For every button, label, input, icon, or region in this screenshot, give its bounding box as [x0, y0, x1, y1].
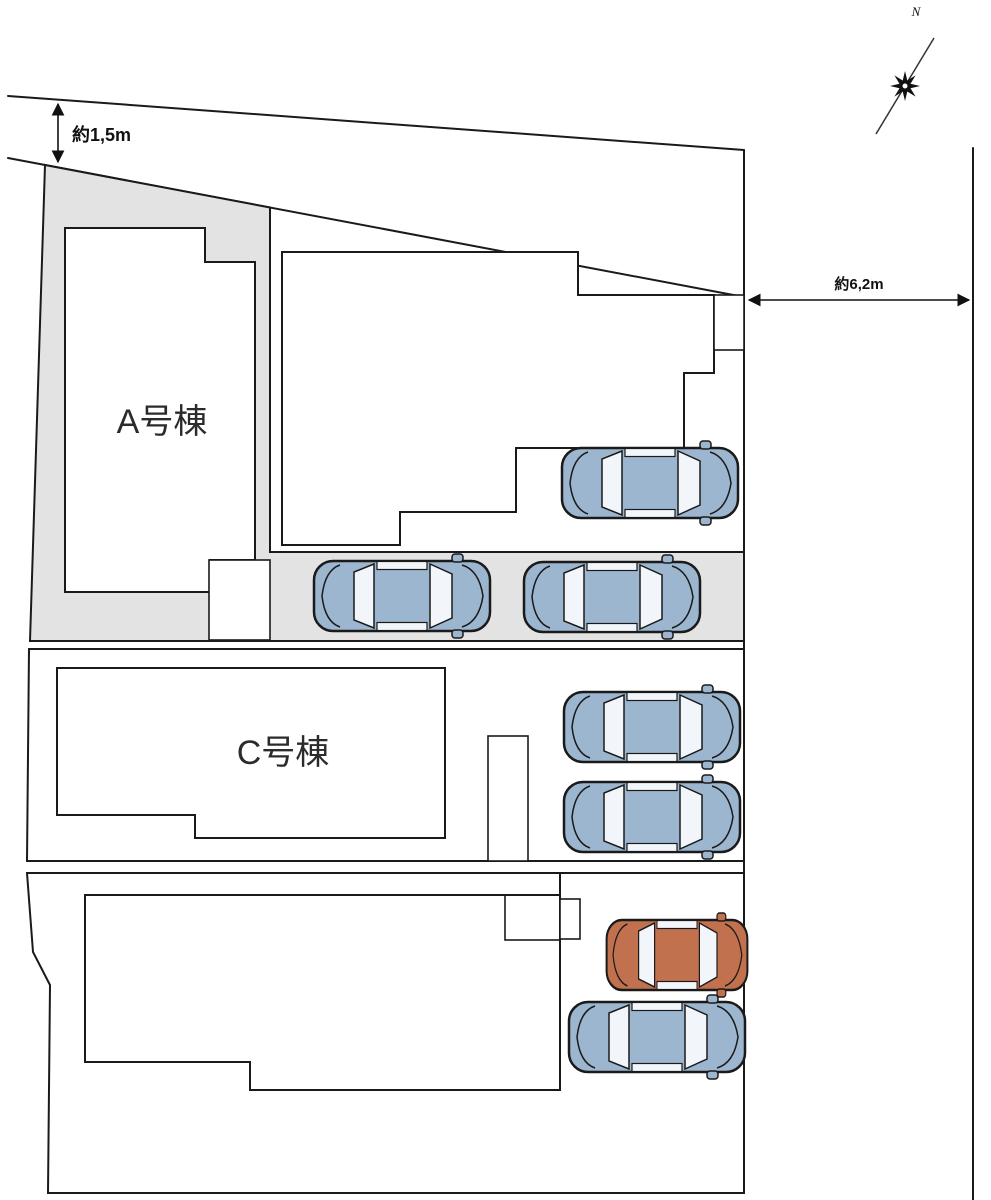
dimension-label-road-top: 約1,5m [72, 124, 131, 145]
compass-north-label: N [911, 4, 922, 19]
top-road-far-edge-line [7, 95, 745, 151]
car-blue [562, 683, 742, 771]
building-a-label: A号棟 [117, 403, 208, 441]
dimension-label-road-right: 約6,2m [834, 275, 883, 293]
car-orange [605, 911, 749, 999]
building-a-approach [208, 559, 271, 641]
car-blue [567, 993, 747, 1081]
building-b-annex [713, 294, 745, 351]
car-blue [560, 439, 740, 527]
building-south-annex [559, 898, 581, 940]
dimension-road-right: 約6,2m [747, 275, 971, 307]
compass: N [875, 4, 935, 135]
dimension-road-top: 約1,5m [51, 102, 131, 164]
building-south-footprint [84, 894, 561, 1091]
compass-center-dot [901, 82, 909, 90]
buildings [56, 227, 745, 1091]
building-c-footprint [56, 667, 446, 839]
car-blue [522, 553, 702, 641]
building-c-approach [487, 735, 529, 862]
car-blue [562, 773, 742, 861]
car-blue [312, 552, 492, 640]
building-c-label: C号棟 [237, 734, 330, 772]
